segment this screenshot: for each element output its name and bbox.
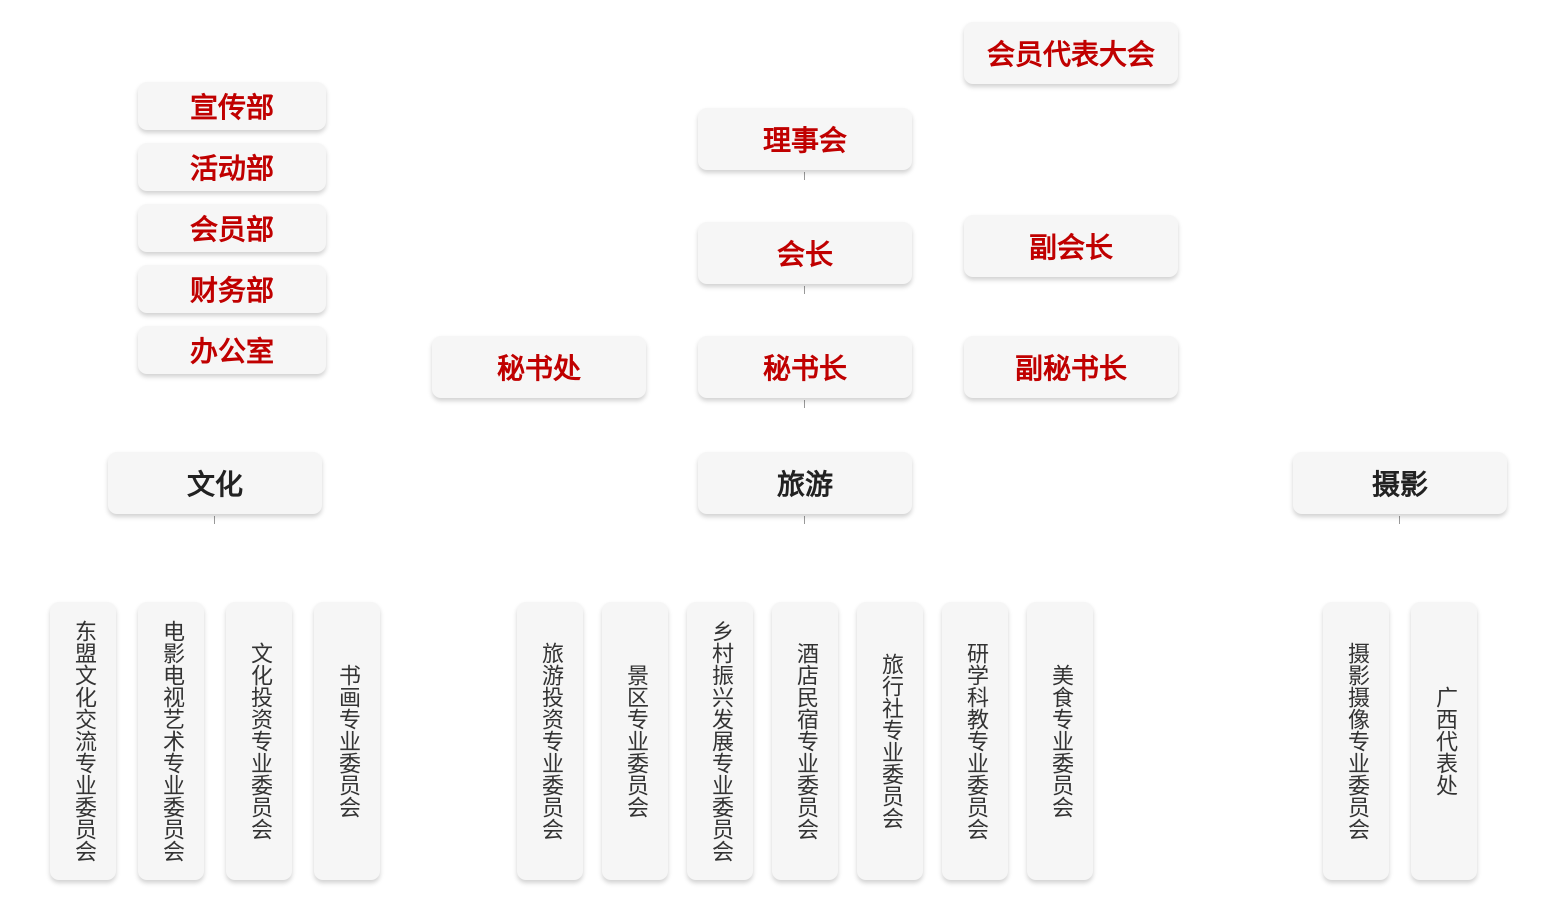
- node-committee: 美食专业委员会: [1027, 602, 1093, 880]
- node-label: 电影电视艺术专业委员会: [159, 620, 184, 862]
- node-label: 旅行社专业委员会: [878, 653, 903, 829]
- node-label: 酒店民宿专业委员会: [793, 642, 818, 840]
- node-committee: 旅行社专业委员会: [857, 602, 923, 880]
- connector: [1399, 516, 1400, 524]
- node-label: 活动部: [189, 152, 274, 185]
- node-department-membership: 会员部: [138, 204, 326, 252]
- connector: [804, 400, 805, 408]
- node-label: 理事会: [762, 124, 847, 157]
- connector: [804, 516, 805, 524]
- node-label: 文化: [186, 468, 243, 501]
- connector: [804, 172, 805, 180]
- node-label: 广西代表处: [1432, 686, 1457, 796]
- node-sector-tourism: 旅游: [698, 452, 912, 514]
- node-label: 副秘书长: [1014, 352, 1127, 385]
- node-committee: 东盟文化交流专业委员会: [50, 602, 116, 880]
- node-label: 办公室: [189, 335, 274, 368]
- node-label: 财务部: [189, 274, 274, 307]
- node-label: 东盟文化交流专业委员会: [71, 620, 96, 862]
- node-committee: 乡村振兴发展专业委员会: [687, 602, 753, 880]
- node-committee: 旅游投资专业委员会: [517, 602, 583, 880]
- node-label: 秘书长: [762, 352, 847, 385]
- node-label: 宣传部: [189, 91, 274, 124]
- node-label: 旅游: [776, 468, 833, 501]
- node-committee: 文化投资专业委员会: [226, 602, 292, 880]
- node-deputy-secretary-general: 副秘书长: [964, 336, 1178, 398]
- node-committee: 广西代表处: [1411, 602, 1477, 880]
- node-committee: 摄影摄像专业委员会: [1323, 602, 1389, 880]
- node-label: 文化投资专业委员会: [247, 642, 272, 840]
- node-congress: 会员代表大会: [964, 22, 1178, 84]
- node-sector-photography: 摄影: [1293, 452, 1507, 514]
- node-department-finance: 财务部: [138, 265, 326, 313]
- node-sector-culture: 文化: [108, 452, 322, 514]
- node-committee: 酒店民宿专业委员会: [772, 602, 838, 880]
- node-committee: 景区专业委员会: [602, 602, 668, 880]
- node-committee: 书画专业委员会: [314, 602, 380, 880]
- node-label: 会长: [776, 238, 833, 271]
- node-label: 美食专业委员会: [1048, 664, 1073, 818]
- node-department-activities: 活动部: [138, 143, 326, 191]
- node-label: 会员部: [189, 213, 274, 246]
- node-vice-president: 副会长: [964, 215, 1178, 277]
- node-label: 景区专业委员会: [623, 664, 648, 818]
- node-label: 副会长: [1028, 231, 1113, 264]
- node-department-publicity: 宣传部: [138, 82, 326, 130]
- node-department-office: 办公室: [138, 326, 326, 374]
- node-secretariat: 秘书处: [432, 336, 646, 398]
- connector: [214, 516, 215, 524]
- node-secretary-general: 秘书长: [698, 336, 912, 398]
- node-label: 摄影: [1371, 468, 1428, 501]
- node-committee: 电影电视艺术专业委员会: [138, 602, 204, 880]
- node-committee: 研学科教专业委员会: [942, 602, 1008, 880]
- node-label: 书画专业委员会: [335, 664, 360, 818]
- node-council: 理事会: [698, 108, 912, 170]
- node-label: 研学科教专业委员会: [963, 642, 988, 840]
- node-label: 旅游投资专业委员会: [538, 642, 563, 840]
- node-president: 会长: [698, 222, 912, 284]
- connector: [804, 286, 805, 294]
- node-label: 摄影摄像专业委员会: [1344, 642, 1369, 840]
- node-label: 秘书处: [496, 352, 581, 385]
- node-label: 会员代表大会: [986, 38, 1155, 71]
- node-label: 乡村振兴发展专业委员会: [708, 620, 733, 862]
